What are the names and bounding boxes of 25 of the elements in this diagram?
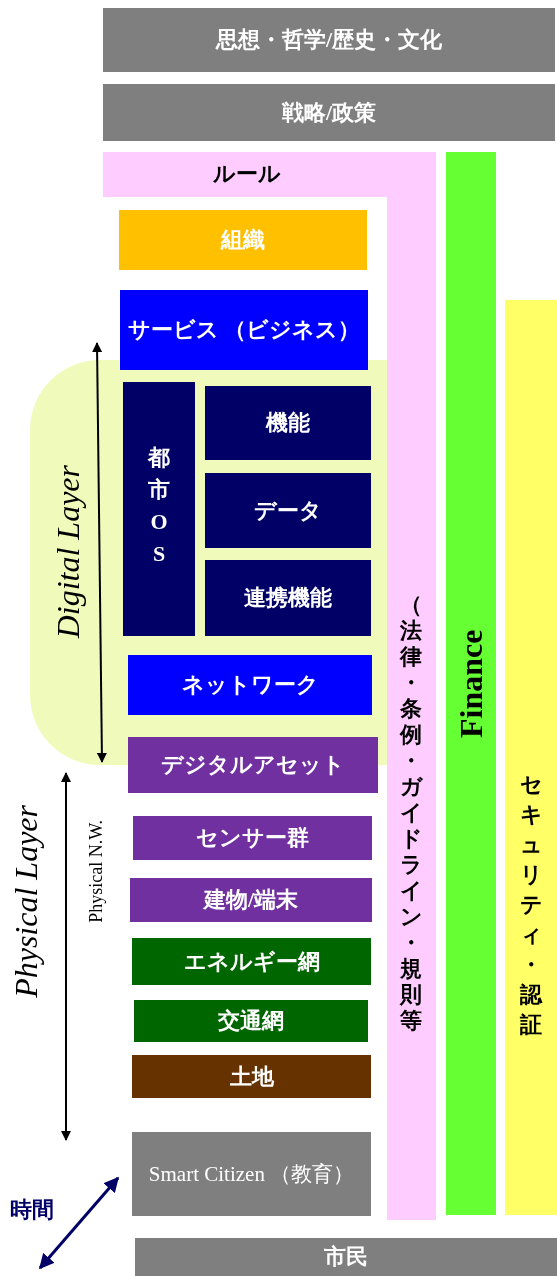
band-title: ルール <box>213 160 281 188</box>
function-box: 連携機能 <box>205 560 371 636</box>
axis-label: Physical N.W. <box>86 820 107 923</box>
band-title: Digital Layer <box>49 465 87 639</box>
axis-label: Physical Layer <box>8 805 45 998</box>
axis-label: 時間 <box>10 1196 54 1224</box>
finance-column: Finance <box>446 152 496 1215</box>
layer-box: センサー群 <box>133 816 372 860</box>
layer-box: ネットワーク <box>128 655 372 715</box>
function-box: 機能 <box>205 386 371 460</box>
layer-box: デジタルアセット <box>128 737 378 793</box>
layer-box: 土地 <box>132 1055 371 1098</box>
layer-box: 交通網 <box>134 1000 368 1042</box>
layer-box: 組織 <box>119 210 367 270</box>
os-box: 都市OS <box>123 382 195 636</box>
footer-band: 市民 <box>135 1238 557 1276</box>
layer-box: 建物/端末 <box>130 878 372 922</box>
band-note: （法律・条例・ガイドライン・規則等 <box>399 592 423 1034</box>
heading-band: 戦略/政策 <box>103 84 555 141</box>
layer-box: Smart Citizen （教育） <box>132 1132 371 1216</box>
function-box: データ <box>205 473 371 548</box>
security-column: セキュリティ・認証 <box>505 300 557 1215</box>
layer-box: サービス （ビジネス） <box>120 290 368 370</box>
heading-band: 思想・哲学/歴史・文化 <box>103 8 555 72</box>
layer-box: エネルギー網 <box>132 938 371 985</box>
